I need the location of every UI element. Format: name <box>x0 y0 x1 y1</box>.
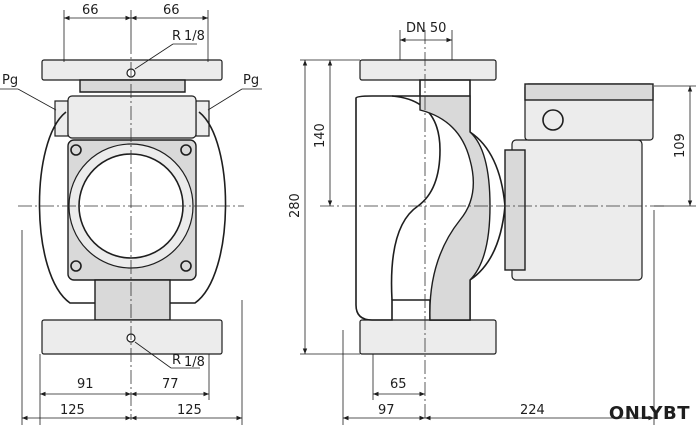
gauge-label-left: Pg <box>2 73 18 88</box>
front-view <box>18 40 244 420</box>
thread-label-top: R <box>172 29 181 44</box>
gauge-label-right: Pg <box>243 73 259 88</box>
dim-bottom-left-outer: 125 <box>60 403 85 418</box>
side-view <box>320 30 666 420</box>
dim-motor-half-height: 109 <box>673 133 688 158</box>
dim-bottom-right-outer: 125 <box>177 403 202 418</box>
dim-bottom-left-inner: 91 <box>77 377 94 392</box>
side-terminal-gland <box>542 109 564 131</box>
front-upper-band <box>67 95 197 139</box>
front-bottom-neck <box>94 279 171 321</box>
brand-prefix: ONLY <box>608 403 663 424</box>
dim-top-left-half: 66 <box>82 3 99 18</box>
front-screw-tl <box>70 144 82 156</box>
front-right-gauge-boss <box>195 100 210 137</box>
front-screw-tr <box>180 144 192 156</box>
front-top-neck <box>79 79 186 93</box>
dim-bottom-right-inner: 77 <box>162 377 179 392</box>
brand-suffix: BT <box>663 403 690 424</box>
dim-side-depth: 97 <box>378 403 395 418</box>
thread-label-bottom: R <box>172 353 181 368</box>
dim-flange-to-axis: 140 <box>313 123 328 148</box>
front-screw-br <box>180 260 192 272</box>
side-volute-shadow <box>419 95 491 321</box>
side-motor-housing <box>511 139 643 281</box>
side-volute-inner <box>390 95 441 301</box>
brand-watermark: ONLYBT <box>609 403 690 424</box>
dim-overall-height: 280 <box>288 193 303 218</box>
side-bottom-flange <box>359 319 497 355</box>
dim-top-right-half: 66 <box>163 3 180 18</box>
thread-fraction-bottom: 1/8 <box>184 355 205 370</box>
dim-port-offset: 65 <box>390 377 407 392</box>
thread-fraction-top: 1/8 <box>184 29 205 44</box>
side-terminal-lid <box>524 83 654 101</box>
dim-nominal-diameter: DN 50 <box>406 21 446 36</box>
side-motor-ribbed <box>504 149 526 271</box>
front-dimensions: 66 66 R 1/8 Pg Pg R 1/8 91 77 125 125 <box>0 3 262 425</box>
side-dimensions: DN 50 280 140 109 65 97 224 <box>288 21 696 425</box>
front-left-gauge-boss <box>54 100 69 137</box>
dim-motor-length: 224 <box>520 403 545 418</box>
front-screw-bl <box>70 260 82 272</box>
side-top-flange <box>359 59 497 81</box>
